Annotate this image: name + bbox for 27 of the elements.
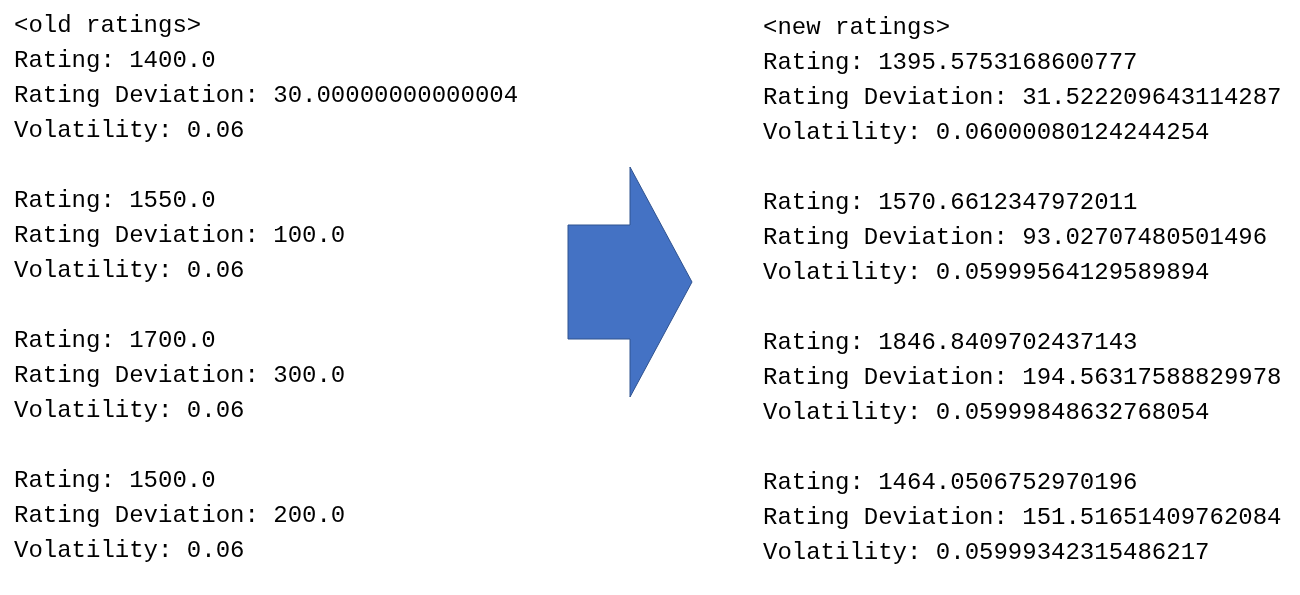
rating-line: Volatility: 0.05999564129589894 bbox=[763, 258, 1210, 288]
rating-line: Rating: 1570.6612347972011 bbox=[763, 188, 1138, 218]
rating-line: Rating: 1464.0506752970196 bbox=[763, 468, 1138, 498]
rating-line: Rating: 1700.0 bbox=[14, 326, 216, 356]
rating-line: Rating Deviation: 100.0 bbox=[14, 221, 346, 251]
rating-line: Volatility: 0.06000080124244254 bbox=[763, 118, 1210, 148]
rating-line: Volatility: 0.05999848632768054 bbox=[763, 398, 1210, 428]
rating-line: Rating Deviation: 93.02707480501496 bbox=[763, 223, 1268, 253]
rating-line: Volatility: 0.06 bbox=[14, 536, 245, 566]
section-heading: <new ratings> bbox=[763, 13, 951, 43]
rating-line: Rating Deviation: 151.51651409762084 bbox=[763, 503, 1282, 533]
rating-line: Rating Deviation: 200.0 bbox=[14, 501, 346, 531]
rating-line: Volatility: 0.06 bbox=[14, 256, 245, 286]
rating-line: Rating Deviation: 31.522209643114287 bbox=[763, 83, 1282, 113]
rating-line: Rating Deviation: 30.00000000000004 bbox=[14, 81, 519, 111]
block-arrow bbox=[567, 166, 693, 398]
section-heading: <old ratings> bbox=[14, 11, 202, 41]
rating-line: Volatility: 0.06 bbox=[14, 396, 245, 426]
rating-line: Volatility: 0.05999342315486217 bbox=[763, 538, 1210, 568]
rating-line: Rating: 1500.0 bbox=[14, 466, 216, 496]
rating-line: Rating Deviation: 300.0 bbox=[14, 361, 346, 391]
rating-line: Rating: 1550.0 bbox=[14, 186, 216, 216]
rating-line: Rating: 1846.8409702437143 bbox=[763, 328, 1138, 358]
rating-line: Rating: 1400.0 bbox=[14, 46, 216, 76]
rating-line: Rating Deviation: 194.56317588829978 bbox=[763, 363, 1282, 393]
rating-line: Rating: 1395.5753168600777 bbox=[763, 48, 1138, 78]
rating-line: Volatility: 0.06 bbox=[14, 116, 245, 146]
